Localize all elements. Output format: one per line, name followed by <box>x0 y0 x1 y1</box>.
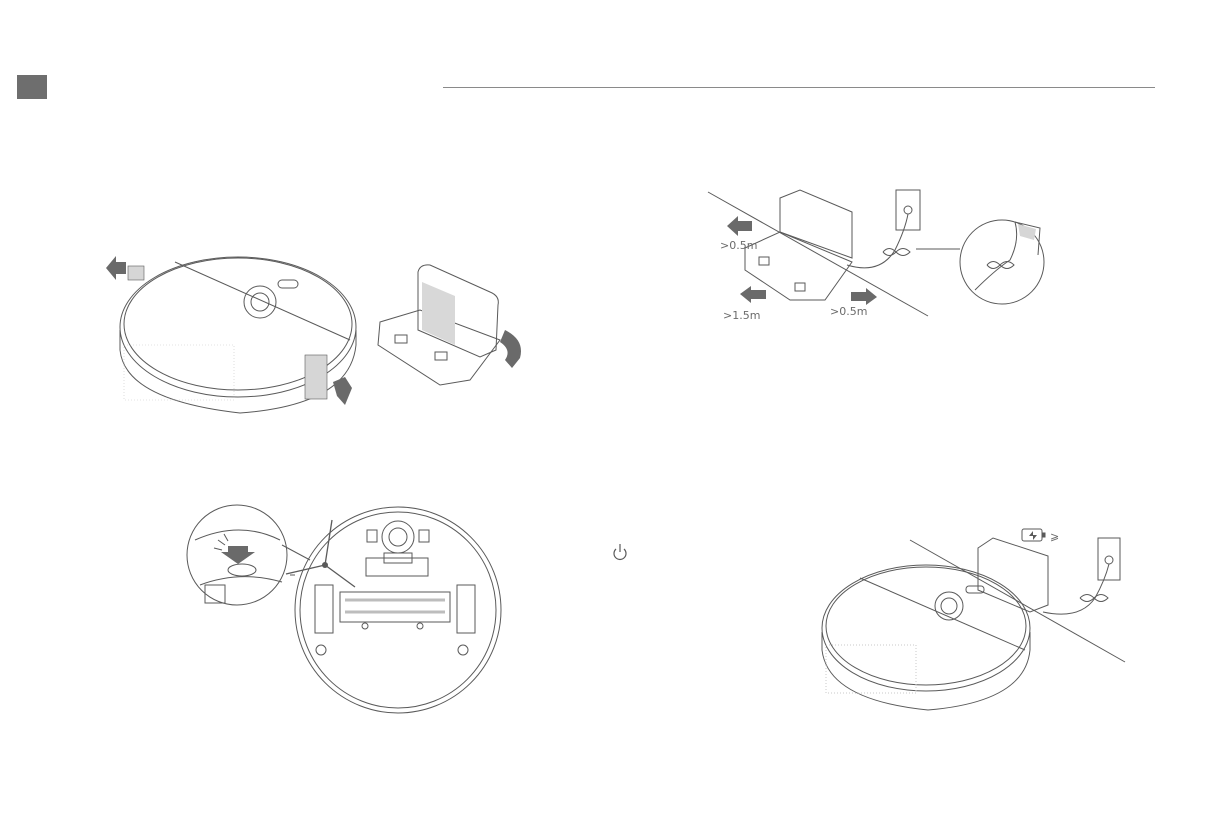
power-icon <box>614 544 626 559</box>
robot-top-2 <box>822 565 1030 691</box>
wall-outlet-2 <box>1098 538 1120 580</box>
charge-symbol: ⩾ <box>1050 530 1059 543</box>
battery-charging-icon <box>1022 529 1045 541</box>
